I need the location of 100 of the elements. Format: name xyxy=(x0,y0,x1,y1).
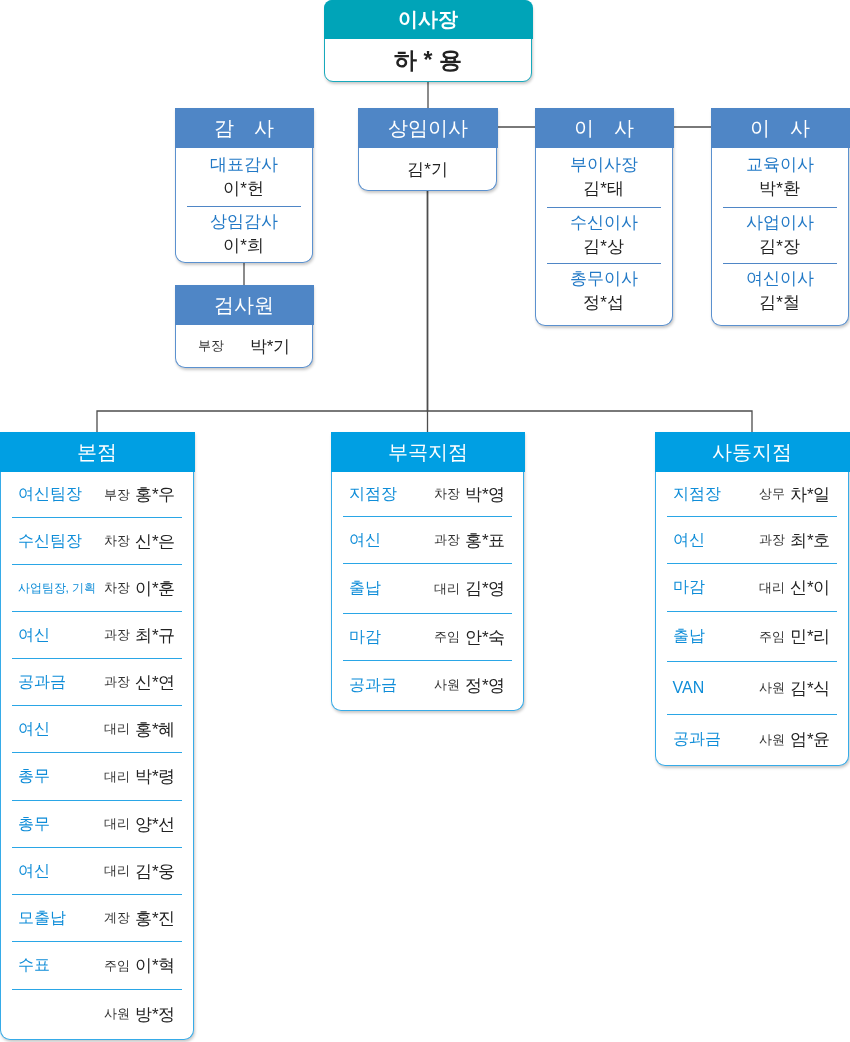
person-name: 홍*혜 xyxy=(134,718,176,741)
person-name: 이*헌 xyxy=(223,178,264,200)
title-bar: 이 사 xyxy=(534,108,674,148)
org-box xyxy=(175,108,313,263)
job-title: 사원 xyxy=(758,679,785,697)
job-title: 차장 xyxy=(433,485,460,503)
person-name: 정*섭 xyxy=(583,292,624,314)
title-bar: 부곡지점 xyxy=(330,432,525,472)
job-title: 주임 xyxy=(103,956,130,975)
title-bar: 이 사 xyxy=(710,108,850,148)
person-name: 신*은 xyxy=(134,530,176,553)
job-role: 여신팀장 xyxy=(17,484,82,504)
org-box xyxy=(324,0,532,82)
job-title: 주임 xyxy=(433,628,460,646)
person-name: 이*훈 xyxy=(134,577,176,600)
person-name: 민*리 xyxy=(789,626,831,648)
job-role: 사업팀장, 기획 xyxy=(17,579,97,597)
org-box xyxy=(175,285,313,368)
job-title: 대리 xyxy=(103,767,130,786)
org-box xyxy=(331,432,524,711)
person-name: 신*연 xyxy=(134,671,176,694)
job-role: 사업이사 xyxy=(745,212,814,234)
job-title: 사원 xyxy=(103,1005,130,1024)
job-role: 여신 xyxy=(17,860,50,881)
connector-line xyxy=(427,81,429,109)
job-role: 마감 xyxy=(672,577,705,597)
job-role: 총무 xyxy=(17,766,50,786)
job-role: 교육이사 xyxy=(745,154,814,176)
job-role: 여신 xyxy=(17,718,50,739)
job-title: 과장 xyxy=(433,531,460,549)
job-title: 사원 xyxy=(433,676,460,695)
job-title: 과장 xyxy=(758,531,785,549)
job-role: 총무이사 xyxy=(569,268,638,290)
job-role: 여신 xyxy=(17,624,50,645)
job-role: 수신이사 xyxy=(569,212,638,234)
person-name: 김*장 xyxy=(759,236,800,258)
person-name: 김*영 xyxy=(464,578,506,600)
job-title: 대리 xyxy=(103,862,130,880)
job-role: 출납 xyxy=(672,626,705,646)
job-title: 대리 xyxy=(103,720,130,738)
org-box xyxy=(0,432,194,1040)
connector-line xyxy=(243,262,245,286)
person-name: 박*령 xyxy=(134,766,176,788)
person-name: 홍*진 xyxy=(134,907,176,930)
title-bar: 상임이사 xyxy=(357,108,498,148)
person-name: 이*희 xyxy=(223,235,264,257)
person-name: 이*혁 xyxy=(134,955,176,977)
person-name: 하 * 용 xyxy=(394,45,462,75)
job-title: 주임 xyxy=(758,627,785,646)
job-role: 마감 xyxy=(348,626,381,647)
title-bar: 이사장 xyxy=(323,0,533,39)
org-box xyxy=(535,108,673,326)
person-name: 엄*윤 xyxy=(789,729,831,752)
person-name: 양*선 xyxy=(134,813,176,836)
job-role: 대표감사 xyxy=(209,154,278,176)
person-name: 김*식 xyxy=(789,677,831,700)
person-name: 김*웅 xyxy=(134,860,176,883)
connector-line xyxy=(426,190,753,433)
person-name: 김*기 xyxy=(407,158,448,181)
person-name: 김*철 xyxy=(759,292,800,314)
person-name: 안*숙 xyxy=(464,626,506,649)
job-title: 사원 xyxy=(758,730,785,749)
job-role: 수표 xyxy=(17,955,50,975)
title-bar: 감 사 xyxy=(174,108,314,148)
person-name: 최*호 xyxy=(789,529,831,552)
person-name: 김*상 xyxy=(583,236,624,258)
job-role: 여신 xyxy=(672,529,705,550)
person-name: 차*일 xyxy=(789,483,831,506)
title-bar: 본점 xyxy=(0,432,195,472)
job-title: 과장 xyxy=(103,673,130,691)
title-bar: 검사원 xyxy=(174,285,314,325)
job-title: 상무 xyxy=(758,485,785,503)
job-role: 출납 xyxy=(348,578,381,598)
job-role: 상임감사 xyxy=(209,211,278,233)
job-title: 대리 xyxy=(103,815,130,833)
org-box xyxy=(711,108,849,326)
job-role: 수신팀장 xyxy=(17,530,82,551)
job-role: 지점장 xyxy=(672,483,721,504)
job-role: 총무 xyxy=(17,813,50,834)
job-title: 과장 xyxy=(103,626,130,644)
job-title: 계장 xyxy=(103,909,130,927)
job-title: 차장 xyxy=(103,532,130,550)
job-role: 지점장 xyxy=(348,483,397,504)
job-title: 대리 xyxy=(758,578,785,597)
job-role: 공과금 xyxy=(348,674,397,695)
job-role: 공과금 xyxy=(17,671,66,692)
title-bar: 사동지점 xyxy=(654,432,850,472)
person-name: 박*영 xyxy=(464,483,506,506)
job-role: VAN xyxy=(672,679,705,697)
person-name: 신*이 xyxy=(789,577,831,599)
job-role: 모출납 xyxy=(17,907,66,928)
person-name: 정*영 xyxy=(464,674,506,697)
person-name: 박*환 xyxy=(759,178,800,200)
connector-line xyxy=(672,126,712,128)
person-name: 홍*표 xyxy=(464,529,506,552)
person-name: 박*기 xyxy=(249,335,291,358)
person-name: 최*규 xyxy=(134,624,176,647)
job-role: 부이사장 xyxy=(569,154,638,176)
job-title: 차장 xyxy=(103,579,130,597)
org-box xyxy=(655,432,849,766)
